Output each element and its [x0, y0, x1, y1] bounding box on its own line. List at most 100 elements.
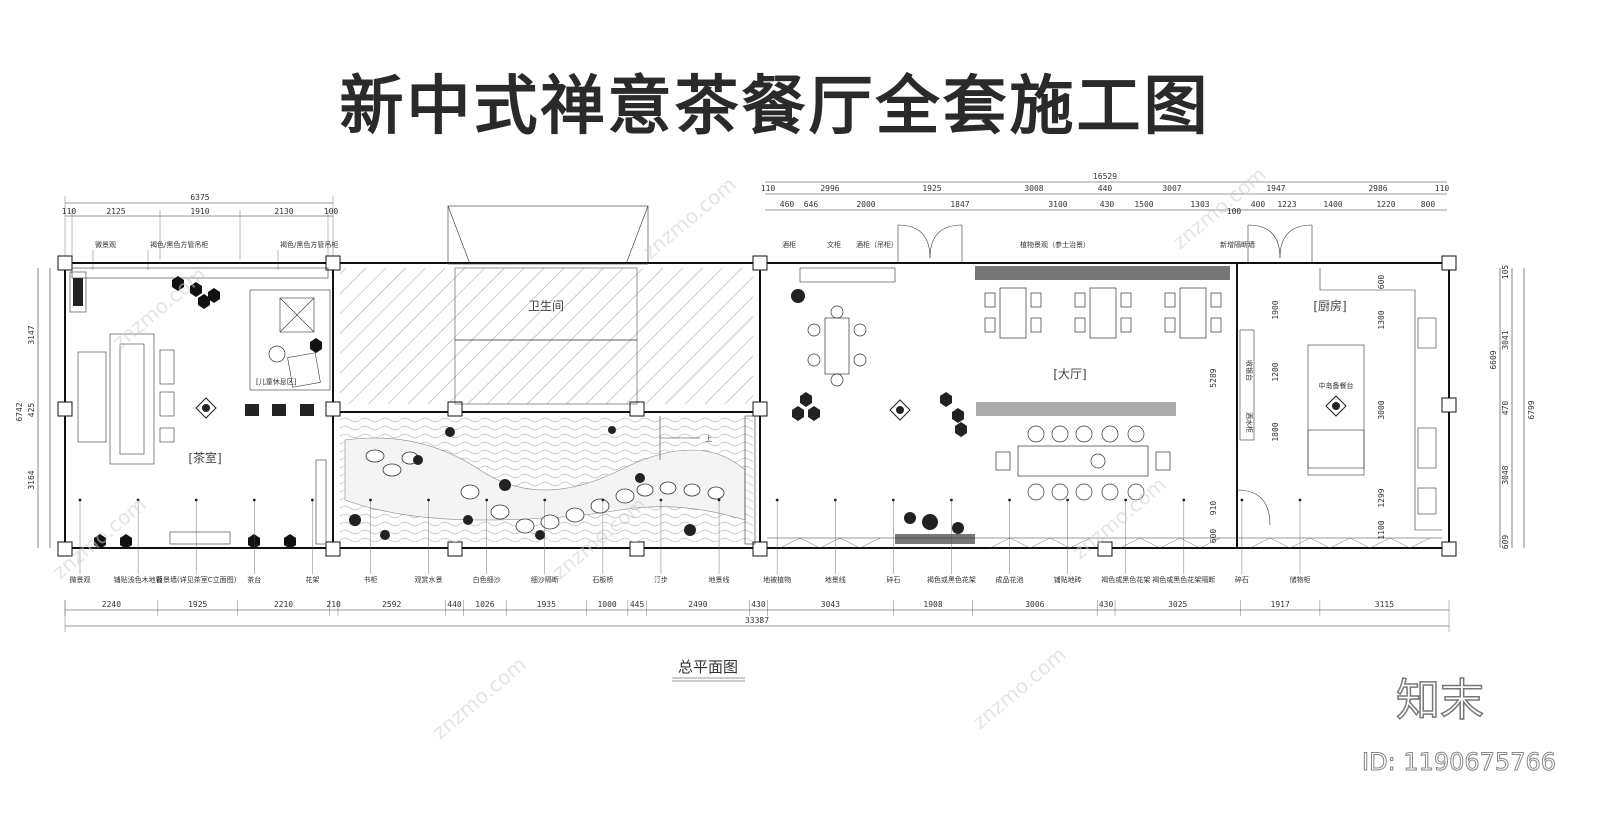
callout-label: 成品花池 — [996, 575, 1024, 584]
callout-dot — [659, 498, 663, 502]
callout-label: 观赏水景 — [415, 575, 443, 584]
callout-label: 碎石 — [886, 575, 900, 584]
dim-right-top: 1925 — [922, 184, 941, 193]
dim-bottom-seg: 1908 — [923, 600, 942, 609]
dim-right-side-inner: 1300 — [1377, 310, 1386, 329]
callout-label: 褐色/黑色方管吊柜 — [150, 240, 208, 249]
dim-hall-mid: 910 — [1209, 501, 1218, 516]
dim-bottom-seg: 430 — [1099, 600, 1114, 609]
dim-bottom-seg: 2240 — [102, 600, 121, 609]
callout-label: 褐色或黑色花架隔断 — [1152, 575, 1215, 584]
dim-right-side: 3041 — [1501, 330, 1510, 349]
kitchen-cabinet-label: 收银台 — [1245, 360, 1254, 381]
callout-label: 白色细沙 — [473, 575, 501, 584]
dim-right-side-inner: 1100 — [1377, 520, 1386, 539]
plan-name: 总平面图 — [678, 658, 738, 676]
brand-logo: 知末 — [1396, 675, 1484, 726]
dim-right-side-total: 6799 — [1527, 400, 1536, 419]
dim-bottom-seg: 1917 — [1271, 600, 1290, 609]
dim-right-side: 105 — [1501, 265, 1510, 280]
right-side-dimensions: 105 3041 470 3048 609 6609 6799 600 1300… — [1377, 265, 1536, 550]
callout-label: 储物柜 — [1290, 575, 1311, 584]
drawing-title: 新中式禅意茶餐厅全套施工图 — [340, 70, 1211, 144]
callout-label: 书柜 — [363, 575, 377, 584]
callout-dot — [950, 498, 953, 502]
callout-label: 酒柜 — [782, 240, 796, 249]
dim-right-top: 110 — [1435, 184, 1450, 193]
dim-hall-mid: 600 — [1209, 529, 1218, 544]
callout-dot — [485, 498, 489, 502]
dim-right-second: 1500 — [1134, 200, 1153, 209]
dim-bottom-seg: 430 — [751, 600, 766, 609]
dim-left-seg: 2125 — [106, 207, 125, 216]
callout-dot — [252, 498, 256, 502]
right-top-dimensions: 16529 110 2996 1925 3008 440 3007 1947 2… — [761, 172, 1450, 216]
dim-bottom-seg: 3025 — [1168, 600, 1187, 609]
watermark-text: znzmo.com — [48, 492, 151, 584]
dim-right-second: 400 — [1251, 200, 1266, 209]
dim-right-second: 800 — [1421, 200, 1436, 209]
dim-bottom-seg: 3115 — [1375, 600, 1394, 609]
compass-marker — [889, 399, 911, 421]
dim-bottom-seg: 1935 — [537, 600, 556, 609]
dim-hall-mid: 5289 — [1209, 368, 1218, 387]
callout-dot — [427, 498, 430, 502]
dim-left-seg: 2130 — [274, 207, 293, 216]
callout-label: 茶台 — [247, 575, 261, 584]
image-id: ID: 1190675766 — [1362, 748, 1556, 776]
dim-bottom-seg: 3006 — [1025, 600, 1044, 609]
callout-dot — [310, 498, 314, 502]
dim-right-second: 430 — [1100, 200, 1115, 209]
dim-bottom-seg: 1925 — [188, 600, 207, 609]
dim-bottom-seg: 440 — [447, 600, 462, 609]
dim-bottom-seg: 445 — [630, 600, 645, 609]
callout-label: 褐色/黑色方管吊柜 — [280, 240, 338, 249]
room-label-toilet: 卫生间 — [528, 299, 564, 313]
dim-right-side-inner: 1299 — [1377, 488, 1386, 507]
dim-kitchen-inner: 1900 — [1271, 300, 1280, 319]
room-label-tea-room: [茶室] — [188, 450, 221, 465]
room-label-kitchen: [厨房] — [1313, 298, 1346, 313]
dim-right-top: 3007 — [1162, 184, 1181, 193]
dim-right-top: 2986 — [1368, 184, 1387, 193]
callout-dot — [1124, 498, 1128, 502]
dim-left-side-total: 6742 — [15, 402, 24, 421]
zen-garden: 上 — [315, 415, 756, 545]
dim-left-total: 6375 — [190, 193, 209, 202]
tea-room: [儿童休息区] [茶室] — [69, 267, 331, 549]
stair-mark: 上 — [705, 434, 712, 443]
callout-label: 新增隔断墙 — [1220, 240, 1255, 249]
hall: [大厅] 5289 910 600 — [767, 224, 1442, 549]
watermark-text: znzmo.com — [638, 172, 741, 264]
callout-label: 地被植物 — [763, 575, 791, 584]
kitchen-cabinet-label: 酒水柜 — [1245, 412, 1254, 433]
watermark-text: znzmo.com — [108, 262, 211, 354]
dim-right-second: 460 — [780, 200, 795, 209]
compass-marker — [195, 397, 217, 419]
callout-dot — [543, 498, 547, 502]
dim-right-second: 3100 — [1048, 200, 1067, 209]
dim-right-second: 1220 — [1376, 200, 1395, 209]
callout-label: 文柜 — [827, 240, 841, 249]
dim-right-side-total: 6609 — [1489, 350, 1498, 369]
building-walls — [57, 255, 1457, 557]
dim-right-side-inner: 600 — [1377, 275, 1386, 290]
callout-label: 地景线 — [709, 575, 730, 584]
dim-right-side: 3048 — [1501, 465, 1510, 484]
dim-right-top: 1947 — [1266, 184, 1285, 193]
dim-right-top: 110 — [761, 184, 776, 193]
dim-bottom-seg: 2210 — [274, 600, 293, 609]
callout-dot — [891, 498, 895, 502]
dim-bottom-seg: 2490 — [688, 600, 707, 609]
watermark-text: znzmo.com — [428, 652, 531, 744]
callout-label: 铺贴地砖 — [1054, 575, 1082, 584]
callout-dot — [1298, 498, 1302, 502]
dim-kitchen-inner: 1800 — [1271, 422, 1280, 441]
callout-dot — [1182, 498, 1186, 502]
dim-right-second: 2000 — [856, 200, 875, 209]
callout-dot — [1008, 498, 1011, 502]
dim-bottom-seg: 1026 — [475, 600, 494, 609]
dim-bottom-seg: 2592 — [382, 600, 401, 609]
dim-left-seg: 110 — [62, 207, 77, 216]
dim-right-side: 609 — [1501, 535, 1510, 550]
